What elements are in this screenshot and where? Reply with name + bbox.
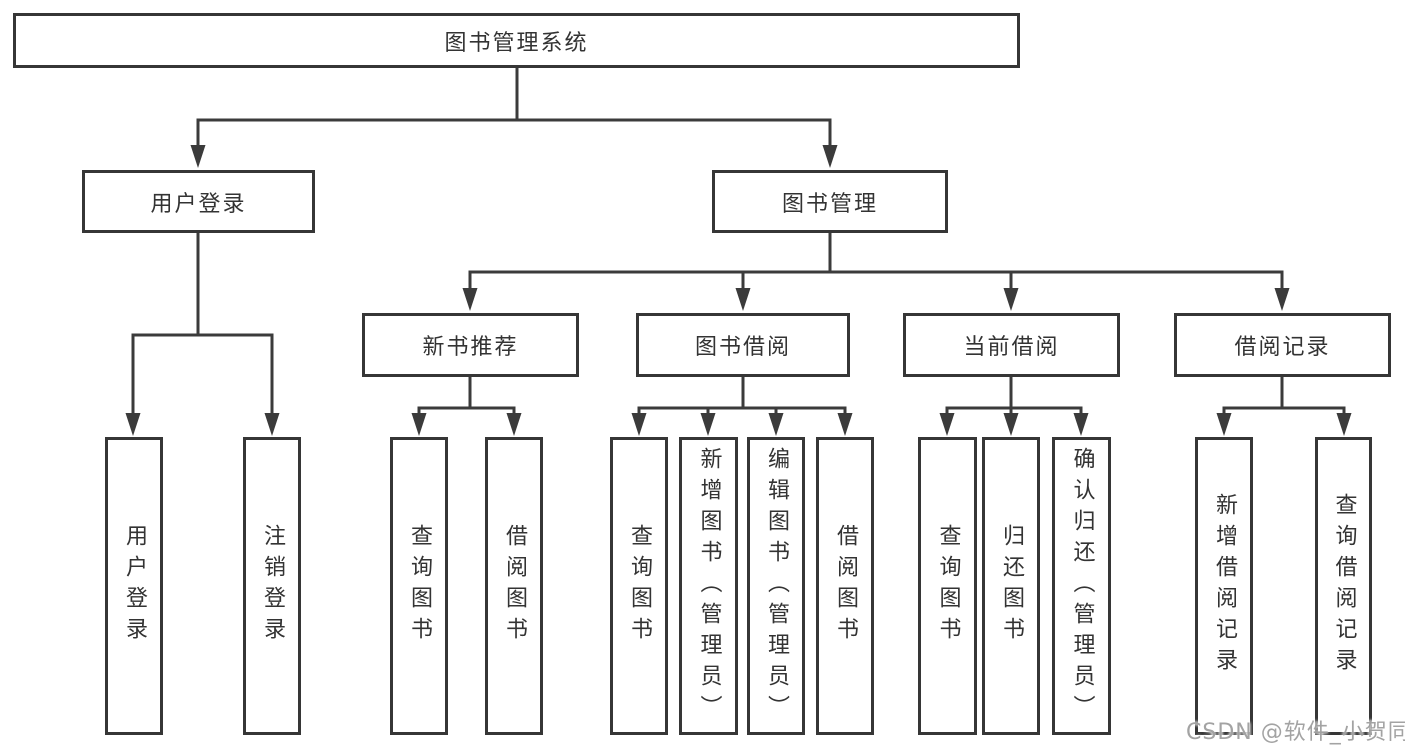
leaf-return-books: 归还图书 [982, 437, 1040, 735]
leaf-label: 用户登录 [122, 524, 147, 648]
node-user-login: 用户登录 [82, 170, 315, 233]
node-book-borrow: 图书借阅 [636, 313, 850, 377]
leaf-label: 新增图书（管理员） [696, 446, 722, 726]
leaf-label: 确认归还（管理员） [1069, 446, 1095, 726]
leaf-query-books-current: 查询图书 [918, 437, 977, 735]
arrowheads [125, 145, 1352, 436]
leaf-user-login: 用户登录 [105, 437, 163, 735]
leaf-borrow-books-recommend: 借阅图书 [485, 437, 543, 735]
leaf-label: 注销登录 [260, 524, 285, 648]
leaf-label: 查询借阅记录 [1331, 493, 1357, 679]
leaf-label: 查询图书 [935, 524, 961, 648]
leaf-query-borrow-record: 查询借阅记录 [1315, 437, 1372, 735]
leaf-logout: 注销登录 [243, 437, 301, 735]
node-book-management: 图书管理 [712, 170, 948, 233]
leaf-borrow-books: 借阅图书 [816, 437, 874, 735]
node-borrow-records: 借阅记录 [1174, 313, 1391, 377]
leaf-label: 借阅图书 [502, 524, 527, 648]
leaf-label: 借阅图书 [833, 524, 858, 648]
leaf-label: 新增借阅记录 [1212, 493, 1237, 679]
leaf-edit-books-admin: 编辑图书（管理员） [747, 437, 805, 735]
leaf-add-books-admin: 新增图书（管理员） [679, 437, 738, 735]
leaf-confirm-return-admin: 确认归还（管理员） [1052, 437, 1111, 735]
leaf-label: 编辑图书（管理员） [764, 446, 789, 726]
watermark: CSDN @软件_小贺同学 [1186, 720, 1405, 745]
leaf-label: 归还图书 [999, 524, 1024, 648]
leaf-label: 查询图书 [407, 524, 432, 648]
leaf-query-books-borrow: 查询图书 [610, 437, 668, 735]
node-root: 图书管理系统 [13, 13, 1020, 68]
leaf-label: 查询图书 [627, 524, 652, 648]
node-current-borrow: 当前借阅 [903, 313, 1120, 377]
leaf-add-borrow-record: 新增借阅记录 [1195, 437, 1253, 735]
node-new-book-recommend: 新书推荐 [362, 313, 579, 377]
leaf-query-books-recommend: 查询图书 [390, 437, 448, 735]
